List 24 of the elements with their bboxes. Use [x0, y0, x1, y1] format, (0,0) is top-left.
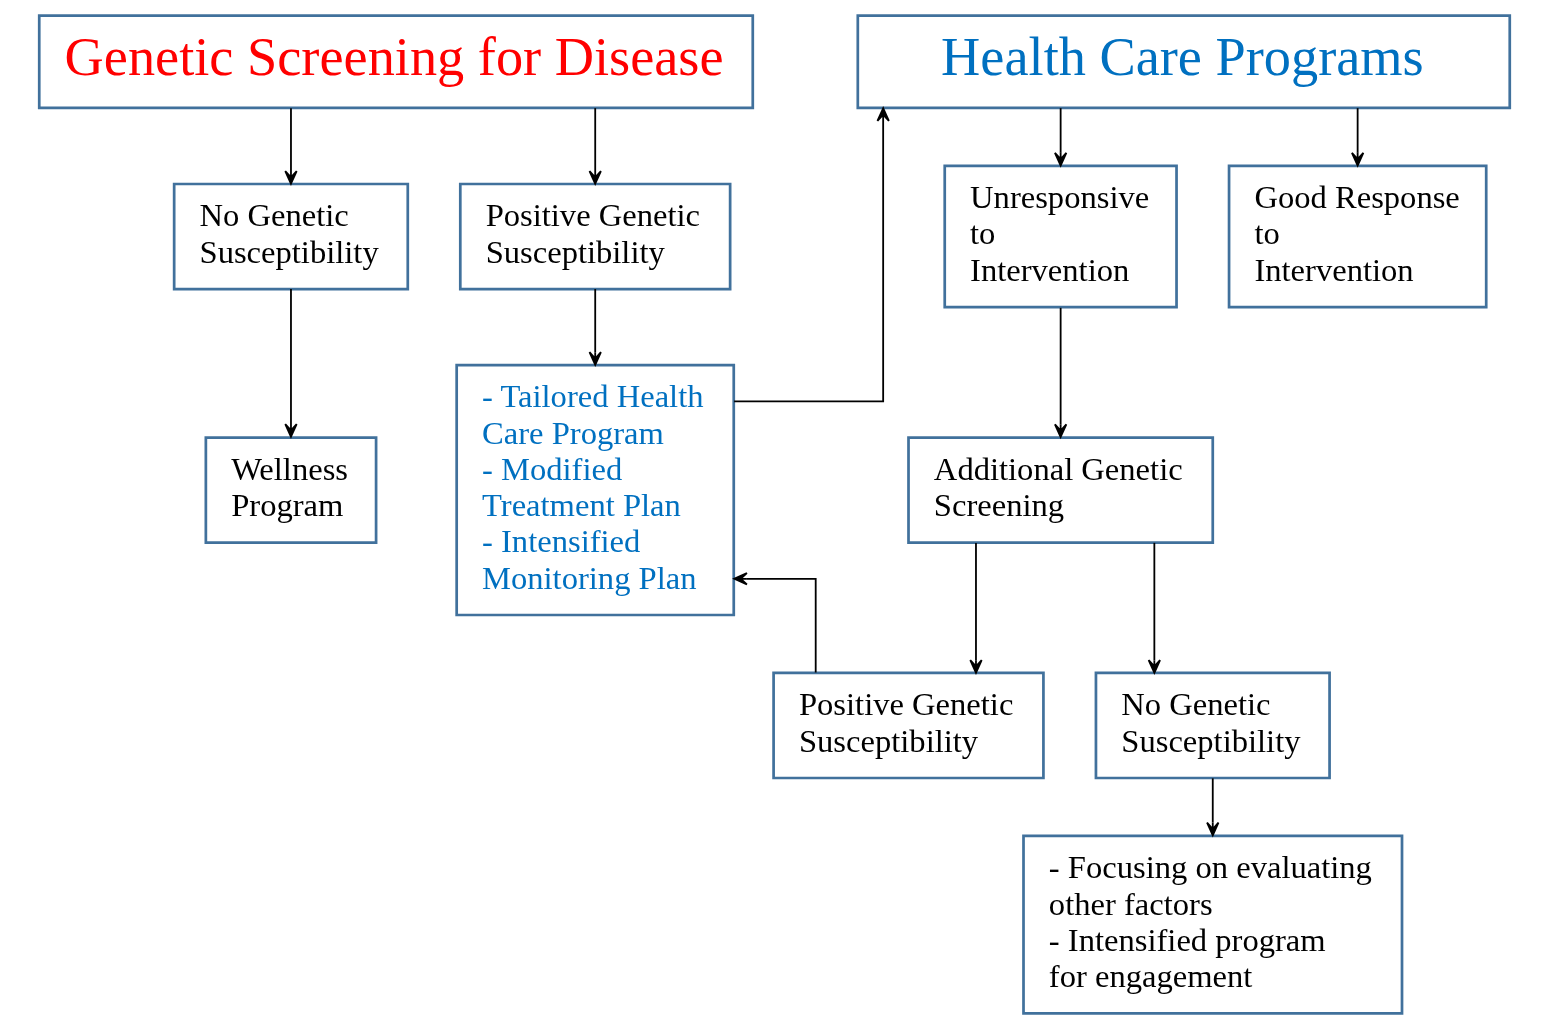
node-box: No Genetic Susceptibility: [1094, 671, 1331, 780]
arrow: [1351, 107, 1365, 167]
node-box: Good Response to Intervention: [1227, 164, 1488, 309]
node-box: Genetic Screening for Disease: [37, 14, 755, 110]
node-box: Positive Genetic Susceptibility: [772, 671, 1045, 780]
arrow: [588, 107, 602, 185]
node-box: - Tailored Health Care Program - Modified Treatment Plan - Intensified Monitoring Plan: [455, 363, 736, 617]
node-box: Additional Genetic Screening: [907, 436, 1215, 544]
arrow: [284, 107, 298, 185]
arrow: [588, 288, 602, 366]
node-box: Unresponsive to Intervention: [943, 164, 1178, 309]
arrow: [1147, 541, 1161, 674]
arrow: [284, 288, 298, 438]
node-box: Positive Genetic Susceptibility: [458, 182, 732, 291]
node-box: No Genetic Susceptibility: [172, 182, 410, 291]
node-box: Health Care Programs: [856, 14, 1512, 110]
arrow: [969, 541, 983, 674]
arrow: [1054, 306, 1068, 438]
node-box: - Focusing on evaluating other factors - Intensified program for engagement: [1022, 834, 1404, 1015]
arrow: [733, 107, 890, 403]
arrow: [1054, 107, 1068, 167]
arrow: [1206, 777, 1220, 837]
node-box: Wellness Program: [204, 436, 378, 544]
arrow: [733, 572, 817, 674]
